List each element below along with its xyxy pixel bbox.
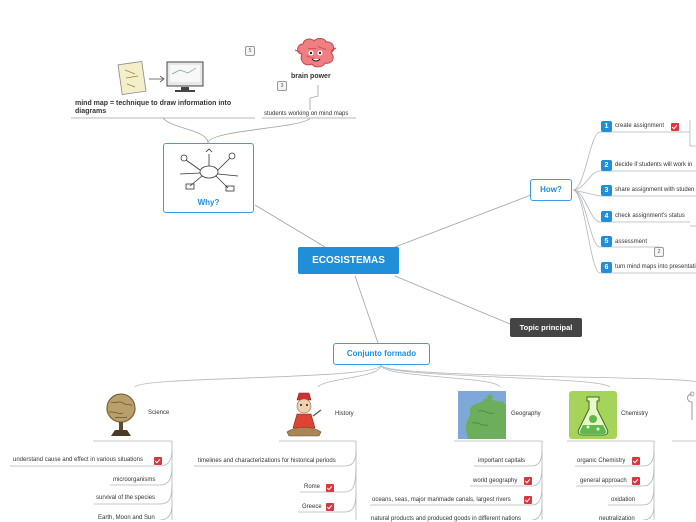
science-item[interactable]: microorganisms (113, 477, 156, 483)
brain-power-badge: 5 (245, 46, 255, 56)
chemistry-label[interactable]: Chemistry (621, 411, 649, 417)
brain-power-label[interactable]: brain power (291, 73, 331, 80)
mind-map-sketch-icon (179, 148, 239, 192)
task-icon (632, 457, 640, 465)
geography-label[interactable]: Geography (511, 411, 541, 417)
task-icon (524, 477, 532, 485)
paper-to-computer-icon (117, 61, 204, 95)
root-node[interactable]: ECOSISTEMAS (298, 247, 399, 274)
how-item-3-label[interactable]: share assignment with studen (615, 187, 695, 193)
how-item-5-label[interactable]: assessment (615, 239, 648, 245)
how-item-4-number: 4 (601, 211, 612, 222)
chemistry-item[interactable]: organic Chemistry (577, 458, 626, 464)
history-item[interactable]: Greece (302, 504, 322, 510)
history-item[interactable]: Rome (304, 484, 321, 490)
mind-map-caption[interactable]: mind map = technique to draw information… (75, 100, 232, 115)
assessment-badge: 2 (654, 247, 664, 257)
science-label[interactable]: Science (148, 410, 170, 416)
history-character-icon (286, 392, 322, 437)
how-node[interactable]: How? (530, 179, 572, 201)
partial-branch-icon (687, 391, 695, 420)
science-item[interactable]: survival of the species (96, 495, 156, 501)
europe-map-icon (458, 391, 506, 439)
why-node[interactable]: Why? (163, 143, 254, 213)
task-icon (154, 457, 162, 465)
students-working-label[interactable]: students working on mind maps (264, 111, 349, 117)
conjunto-formado-node[interactable]: Conjunto formado (333, 343, 430, 365)
task-icon (326, 503, 334, 511)
how-item-3-number: 3 (601, 185, 612, 196)
task-icon (671, 123, 679, 131)
task-icon (326, 484, 334, 492)
geography-item[interactable]: important capitals (478, 458, 526, 464)
brain-icon (294, 38, 337, 68)
geography-item[interactable]: natural products and produced goods in d… (371, 516, 521, 522)
history-label[interactable]: History (335, 411, 354, 417)
how-item-2-number: 2 (601, 160, 612, 171)
globe-icon (106, 393, 136, 436)
topic-principal-node[interactable]: Topic principal (510, 318, 582, 337)
history-item[interactable]: timelines and characterizations for hist… (198, 458, 336, 464)
chemistry-item[interactable]: general approach (580, 478, 627, 484)
how-item-6-number: 6 (601, 262, 612, 273)
how-item-4-label[interactable]: check assignment's status (615, 213, 685, 219)
science-item[interactable]: understand cause and effect in various s… (13, 457, 143, 463)
geography-item[interactable]: world geography (473, 478, 518, 484)
geography-item[interactable]: oceans, seas, major manmade canals, larg… (372, 497, 511, 503)
chemistry-flask-icon (569, 391, 617, 439)
science-item[interactable]: Earth, Moon and Sun (98, 515, 155, 521)
task-icon (524, 496, 532, 504)
how-item-5-number: 5 (601, 236, 612, 247)
why-label: Why? (197, 198, 220, 207)
how-item-1-label[interactable]: create assignment (615, 123, 665, 129)
chemistry-item[interactable]: neutralization (599, 516, 635, 522)
task-icon (632, 477, 640, 485)
how-item-2-label[interactable]: decide if students will work in (615, 162, 693, 168)
students-badge: 3 (277, 81, 287, 91)
how-item-1-number: 1 (601, 121, 612, 132)
how-item-6-label[interactable]: turn mind maps into presentati (615, 264, 696, 270)
chemistry-item[interactable]: oxidation (611, 497, 636, 503)
